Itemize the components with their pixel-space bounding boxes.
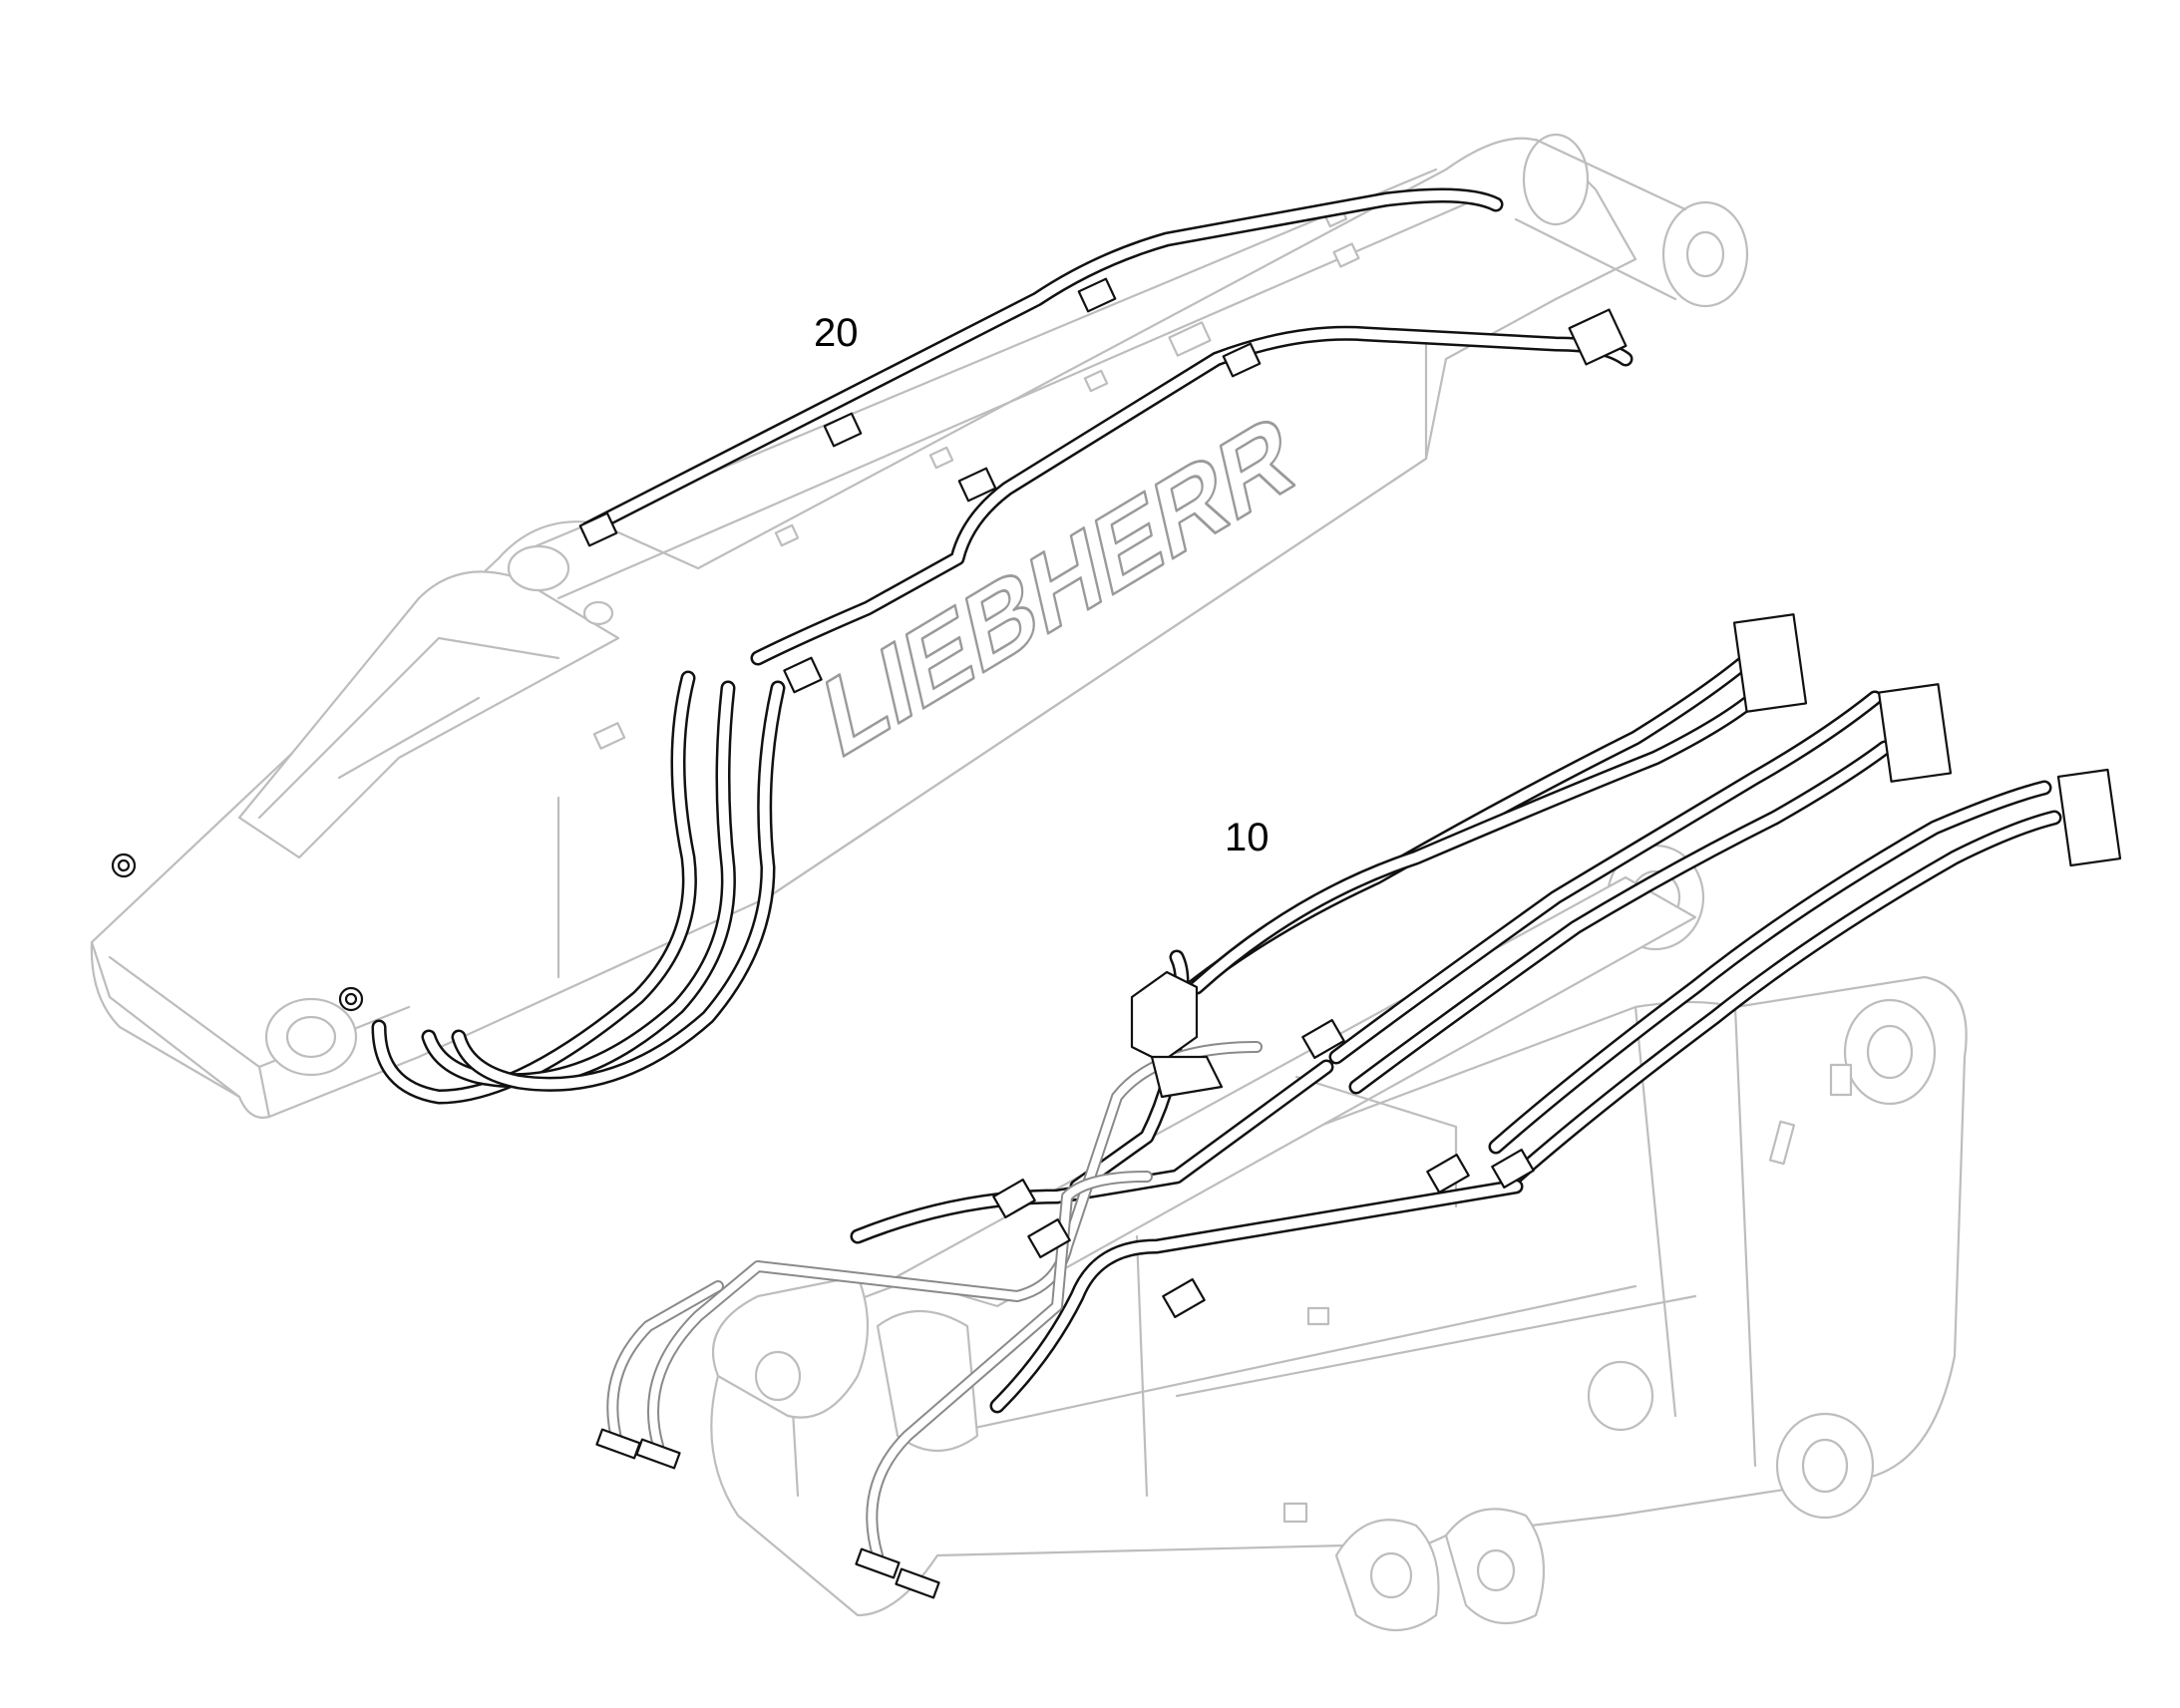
- boom-assembly-10: [595, 613, 2122, 1632]
- stick-hoses: [111, 187, 1634, 1105]
- callout-item-10: 10: [1225, 816, 1270, 859]
- stick-body: [90, 137, 1637, 1119]
- boom-hoses: [595, 613, 2122, 1599]
- callout-item-20: 20: [814, 311, 859, 355]
